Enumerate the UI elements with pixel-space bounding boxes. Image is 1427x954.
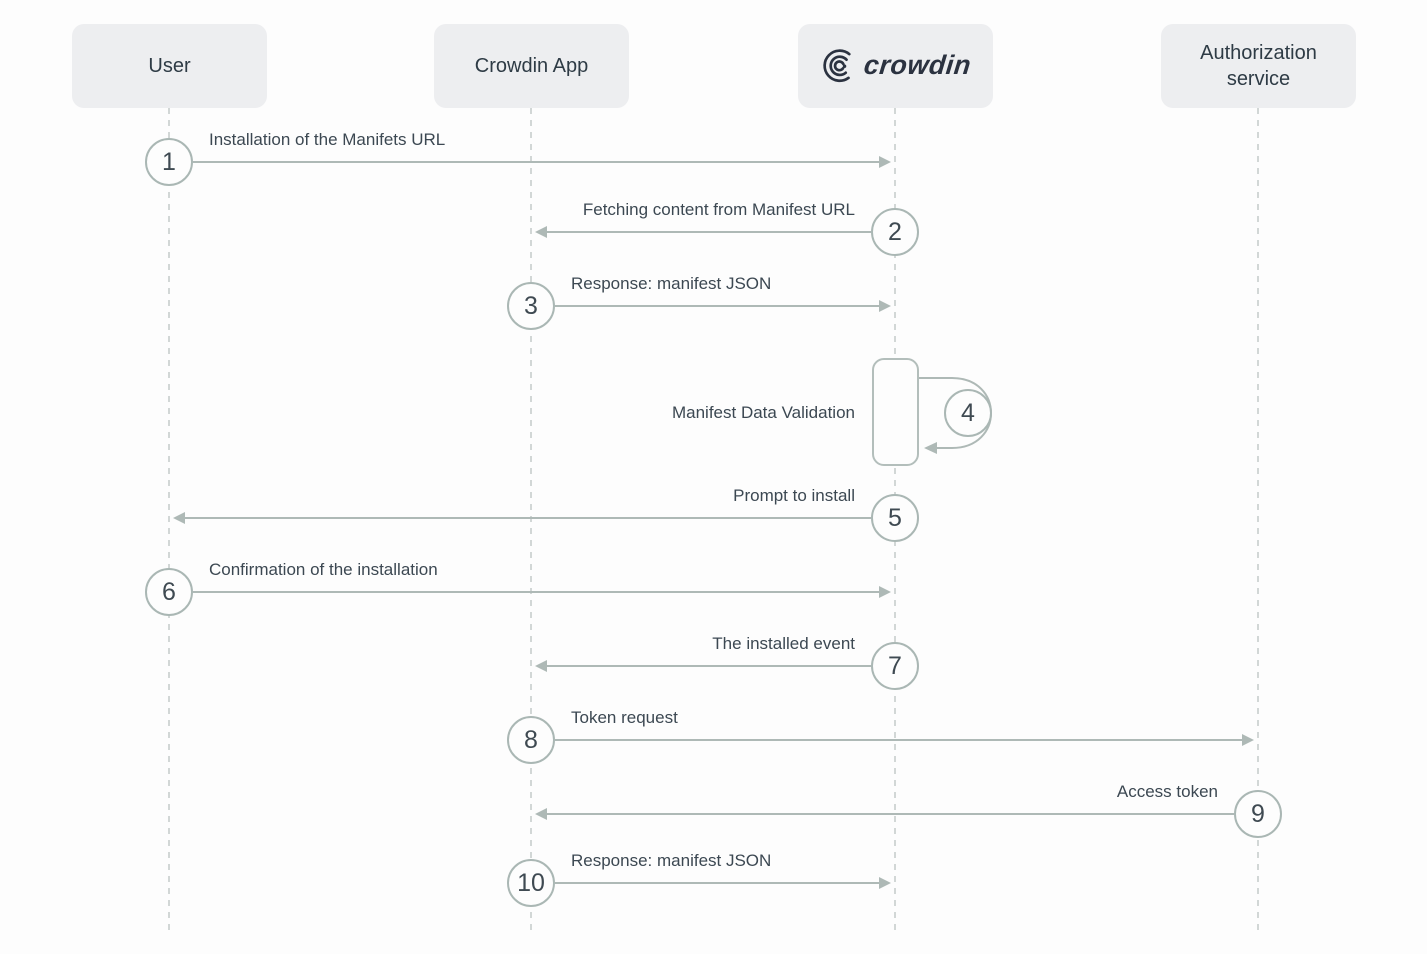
step-number: 10 [517, 868, 545, 897]
arrowhead [535, 808, 547, 820]
step-circle-5: 5 [871, 494, 919, 542]
actor-app: Crowdin App [434, 24, 629, 108]
arrow-line [555, 882, 881, 884]
actor-user: User [72, 24, 267, 108]
arrowhead [879, 300, 891, 312]
arrow-line [555, 305, 881, 307]
crowdin-logo: crowdin [820, 47, 973, 85]
actor-label: User [148, 55, 191, 77]
message-label: Response: manifest JSON [571, 274, 772, 293]
arrow-line [193, 161, 881, 163]
step-circle-9: 9 [1234, 790, 1282, 838]
activation-box [872, 358, 919, 466]
step-number: 8 [524, 725, 538, 754]
step-circle-4: 4 [944, 389, 992, 437]
actor-label: Crowdin App [474, 55, 589, 77]
step-number: 6 [162, 577, 176, 606]
step-circle-8: 8 [507, 716, 555, 764]
lifeline-app [530, 108, 532, 932]
arrow-line [545, 231, 871, 233]
arrowhead [879, 877, 891, 889]
step-number: 5 [888, 503, 902, 532]
step-number: 7 [888, 651, 902, 680]
arrowhead [535, 660, 547, 672]
actor-crowdin: crowdin [798, 24, 993, 108]
arrow-line [545, 813, 1234, 815]
message-label: Token request [571, 708, 678, 727]
step-number: 9 [1251, 799, 1265, 828]
message-label: Confirmation of the installation [209, 560, 438, 579]
step-circle-2: 2 [871, 208, 919, 256]
arrow-line [555, 739, 1244, 741]
crowdin-wordmark: crowdin [862, 50, 973, 81]
arrowhead [173, 512, 185, 524]
message-label: Response: manifest JSON [571, 851, 772, 870]
arrow-line [545, 665, 871, 667]
arrowhead [535, 226, 547, 238]
message-label: The installed event [712, 634, 855, 653]
arrow-line [193, 591, 881, 593]
arrowhead [879, 586, 891, 598]
message-label: Prompt to install [733, 486, 855, 505]
arrowhead [1242, 734, 1254, 746]
message-label: Installation of the Manifets URL [209, 130, 446, 149]
actor-label: Authorization service [1200, 42, 1317, 90]
step-circle-6: 6 [145, 568, 193, 616]
step-number: 1 [162, 147, 176, 176]
message-label: Manifest Data Validation [671, 403, 855, 422]
arrowhead [879, 156, 891, 168]
step-circle-7: 7 [871, 642, 919, 690]
step-circle-1: 1 [145, 138, 193, 186]
message-label: Access token [1116, 782, 1218, 801]
crowdin-logo-icon [823, 49, 851, 83]
step-number: 4 [961, 398, 975, 427]
step-number: 3 [524, 291, 538, 320]
step-number: 2 [888, 217, 902, 246]
lifeline-auth [1257, 108, 1259, 932]
lifeline-user [168, 108, 170, 932]
message-label: Fetching content from Manifest URL [582, 200, 855, 219]
step-circle-10: 10 [507, 859, 555, 907]
actor-auth: Authorization service [1161, 24, 1356, 108]
arrow-line [183, 517, 871, 519]
step-circle-3: 3 [507, 282, 555, 330]
